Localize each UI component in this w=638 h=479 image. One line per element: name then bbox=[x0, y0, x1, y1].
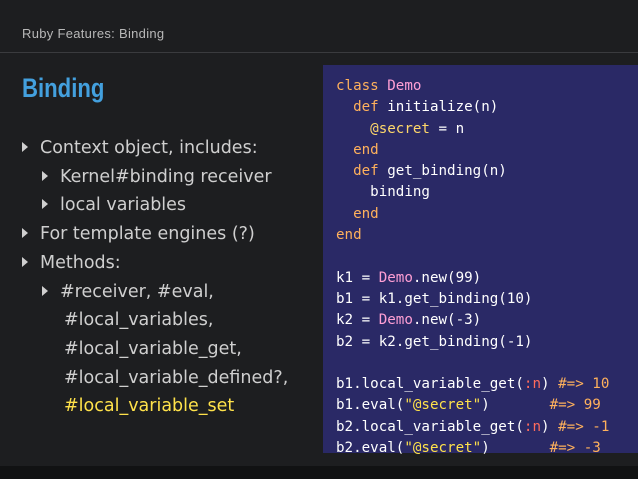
code-line bbox=[336, 246, 609, 267]
bullet-item: #receiver, #eval, bbox=[42, 282, 214, 302]
bullet-item: local variables bbox=[42, 195, 186, 215]
bullet-item: Methods: bbox=[22, 253, 121, 273]
code-line: def get_binding(n) bbox=[353, 163, 507, 180]
code-line: k1 = Demo.new(99) bbox=[336, 269, 482, 286]
code-line: b2.eval("@secret") #=> -3 bbox=[336, 440, 601, 457]
code-line: b1.eval("@secret") #=> 99 bbox=[336, 397, 601, 414]
bullet-text: For template engines (?) bbox=[40, 224, 255, 245]
section-header: Ruby Features: Binding bbox=[22, 26, 165, 41]
bullet-item: #local_variables, bbox=[64, 310, 213, 330]
bullet-item: #local_variable_defined?, bbox=[64, 368, 288, 388]
slide-title: Binding bbox=[22, 73, 105, 103]
code-line: k2 = Demo.new(-3) bbox=[336, 312, 482, 329]
bullet-triangle-icon bbox=[22, 228, 28, 239]
code-line: b1.local_variable_get(:n) #=> 10 bbox=[336, 376, 610, 393]
bullet-text: Context object, includes: bbox=[40, 138, 258, 158]
bullet-triangle-icon bbox=[22, 256, 28, 267]
code-line: end bbox=[336, 227, 362, 244]
code-text: class Demo def initialize(n) @secret = n… bbox=[336, 76, 609, 459]
code-line: b1 = k1.get_binding(10) bbox=[336, 290, 533, 307]
bullet-text: #receiver, #eval, bbox=[60, 281, 214, 302]
code-line: binding bbox=[336, 184, 430, 201]
bullet-text: local variables bbox=[60, 195, 187, 216]
bullet-item: #local_variable_get, bbox=[64, 339, 242, 359]
code-line: b2.local_variable_get(:n) #=> -1 bbox=[336, 418, 610, 435]
bullet-text: #local_variable_get, bbox=[64, 338, 242, 359]
bullet-item: Context object, includes: bbox=[22, 138, 258, 158]
bullet-triangle-icon bbox=[42, 170, 48, 181]
bullet-triangle-icon bbox=[22, 142, 28, 152]
bullet-text: Kernel#binding receiver bbox=[60, 166, 272, 187]
code-line: class Demo bbox=[336, 78, 422, 94]
code-line: end bbox=[353, 141, 379, 158]
bullet-text: #local_variable_defined?, bbox=[64, 367, 289, 388]
bullet-text: #local_variables, bbox=[64, 310, 214, 331]
bullet-item: #local_variable_set bbox=[64, 396, 234, 416]
code-line: def initialize(n) bbox=[353, 99, 499, 116]
code-line: @secret = n bbox=[370, 120, 465, 137]
code-line bbox=[336, 353, 609, 374]
bullet-text: #local_variable_set bbox=[64, 396, 235, 417]
bottom-bar bbox=[0, 466, 638, 479]
code-line: end bbox=[353, 205, 379, 222]
bullet-item: Kernel#binding receiver bbox=[42, 167, 272, 187]
bullet-triangle-icon bbox=[42, 199, 48, 210]
bullet-item: For template engines (?) bbox=[22, 224, 255, 244]
header-divider bbox=[0, 52, 638, 53]
bullet-text: Methods: bbox=[40, 252, 121, 273]
code-line: b2 = k2.get_binding(-1) bbox=[336, 333, 533, 350]
bullet-triangle-icon bbox=[42, 285, 48, 296]
code-block: class Demo def initialize(n) @secret = n… bbox=[323, 65, 638, 456]
